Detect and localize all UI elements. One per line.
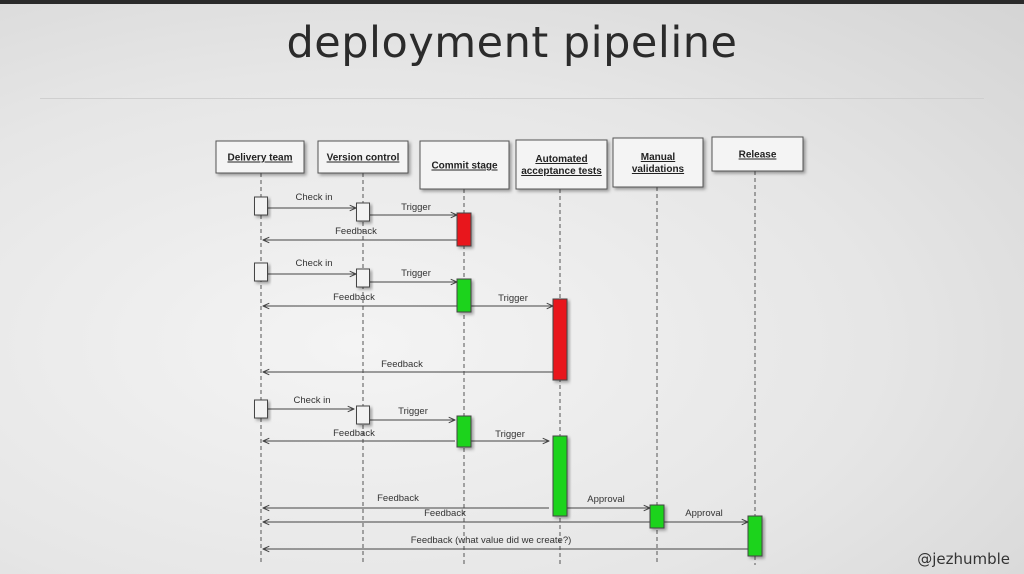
- lane-label-manual: validations: [632, 164, 685, 175]
- lane-label-manual: Manual: [641, 152, 676, 163]
- activation-commit-passed: [456, 278, 472, 313]
- activation-delivery: [254, 262, 268, 282]
- message-label: Feedback: [333, 292, 375, 303]
- message-label: Check in: [296, 192, 333, 203]
- lane-label-release: Release: [739, 150, 777, 161]
- message-label: Feedback: [377, 493, 419, 504]
- lane-header-delivery: [215, 140, 305, 174]
- lane-label-commit: Commit stage: [431, 161, 498, 172]
- activation-version: [356, 268, 370, 288]
- message-label: Approval: [685, 508, 723, 519]
- message-label: Approval: [587, 494, 625, 505]
- message-label: Trigger: [401, 202, 431, 213]
- activation-commit-failed: [456, 212, 472, 247]
- lane-label-version: Version control: [327, 153, 400, 164]
- message-label: Trigger: [401, 268, 431, 279]
- top-edge: [0, 0, 1024, 4]
- activation-acceptance-passed: [552, 435, 568, 517]
- activation-delivery: [254, 196, 268, 216]
- message-label: Trigger: [398, 406, 428, 417]
- message-label: Feedback: [424, 508, 466, 519]
- lane-label-acceptance: Automated: [535, 154, 587, 165]
- activation-version: [356, 405, 370, 425]
- activation-acceptance-failed: [552, 298, 568, 381]
- activation-release-passed: [747, 515, 763, 557]
- message-label: Trigger: [495, 429, 525, 440]
- author-handle: @jezhumble: [917, 550, 1010, 568]
- activation-manual-passed: [649, 504, 665, 529]
- message-label: Trigger: [498, 293, 528, 304]
- lane-label-delivery: Delivery team: [227, 153, 292, 164]
- activation-version: [356, 202, 370, 222]
- lane-header-version: [317, 140, 409, 174]
- lane-header-manual: [612, 137, 704, 188]
- lane-header-release: [711, 136, 804, 172]
- message-label: Feedback: [333, 428, 375, 439]
- activation-delivery: [254, 399, 268, 419]
- lane-header-acceptance: [515, 139, 608, 190]
- message-label: Feedback: [381, 359, 423, 370]
- message-label: Check in: [294, 395, 331, 406]
- slide-title: deployment pipeline: [286, 18, 738, 68]
- message-label: Feedback: [335, 226, 377, 237]
- lane-label-acceptance: acceptance tests: [521, 166, 602, 177]
- lane-header-commit: [419, 140, 510, 190]
- message-label: Feedback (what value did we create?): [411, 535, 572, 546]
- activation-commit-passed: [456, 415, 472, 448]
- title-divider: [40, 98, 984, 99]
- message-label: Check in: [296, 258, 333, 269]
